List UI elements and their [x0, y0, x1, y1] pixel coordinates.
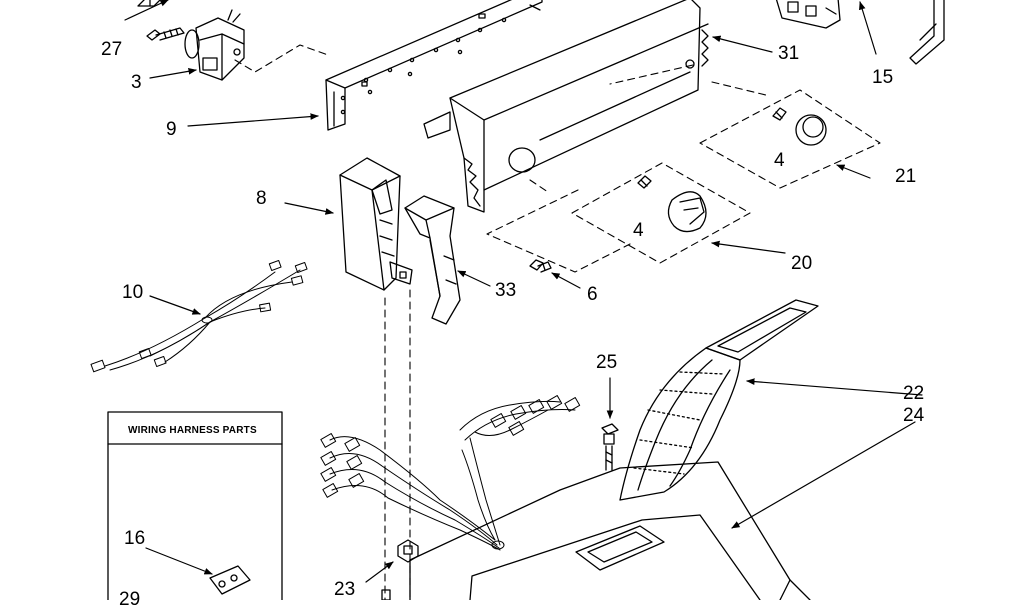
callout-27: 27 [101, 39, 123, 60]
callout-6: 6 [587, 284, 598, 305]
wiring-harness-box [107, 411, 283, 600]
knob-20 [637, 175, 707, 233]
part-24-top-cover [409, 461, 811, 600]
part-8-bracket [339, 157, 413, 291]
callout-4-lower: 4 [633, 220, 644, 241]
callout-9: 9 [166, 119, 177, 140]
screw-6 [529, 259, 552, 273]
callout-22: 22 [903, 383, 925, 404]
callout-10: 10 [122, 282, 144, 303]
part-9-bracket [325, 0, 543, 131]
callout-33: 33 [495, 280, 517, 301]
part-33-bracket [404, 195, 461, 325]
callout-24: 24 [903, 405, 925, 426]
callout-31: 31 [778, 43, 800, 64]
part-3-switch [184, 9, 245, 81]
part-22-lint-screen [619, 299, 819, 501]
wiring-harness-box-title: WIRING HARNESS PARTS [128, 425, 257, 436]
callout-25: 25 [596, 352, 618, 373]
screw-25 [601, 423, 619, 471]
part-31-console [423, 0, 709, 213]
knob-21 [772, 107, 827, 146]
main-harness-bundle [320, 395, 581, 551]
leader-lines [124, 0, 923, 583]
part-15-fragment [909, 0, 945, 65]
part-connector-fragment [775, 0, 841, 29]
callout-20: 20 [791, 253, 813, 274]
callout-21: 21 [895, 166, 917, 187]
callout-4-upper: 4 [774, 150, 785, 171]
callout-16: 16 [124, 528, 146, 549]
screw-27 [146, 27, 185, 41]
part-27-fragment [137, 0, 161, 7]
callout-3: 3 [131, 72, 142, 93]
dashed-guides [234, 44, 881, 600]
clip-23 [381, 539, 419, 600]
callout-15: 15 [872, 67, 894, 88]
callout-8: 8 [256, 188, 267, 209]
callout-23: 23 [334, 579, 356, 600]
part-10-harness [90, 259, 308, 373]
